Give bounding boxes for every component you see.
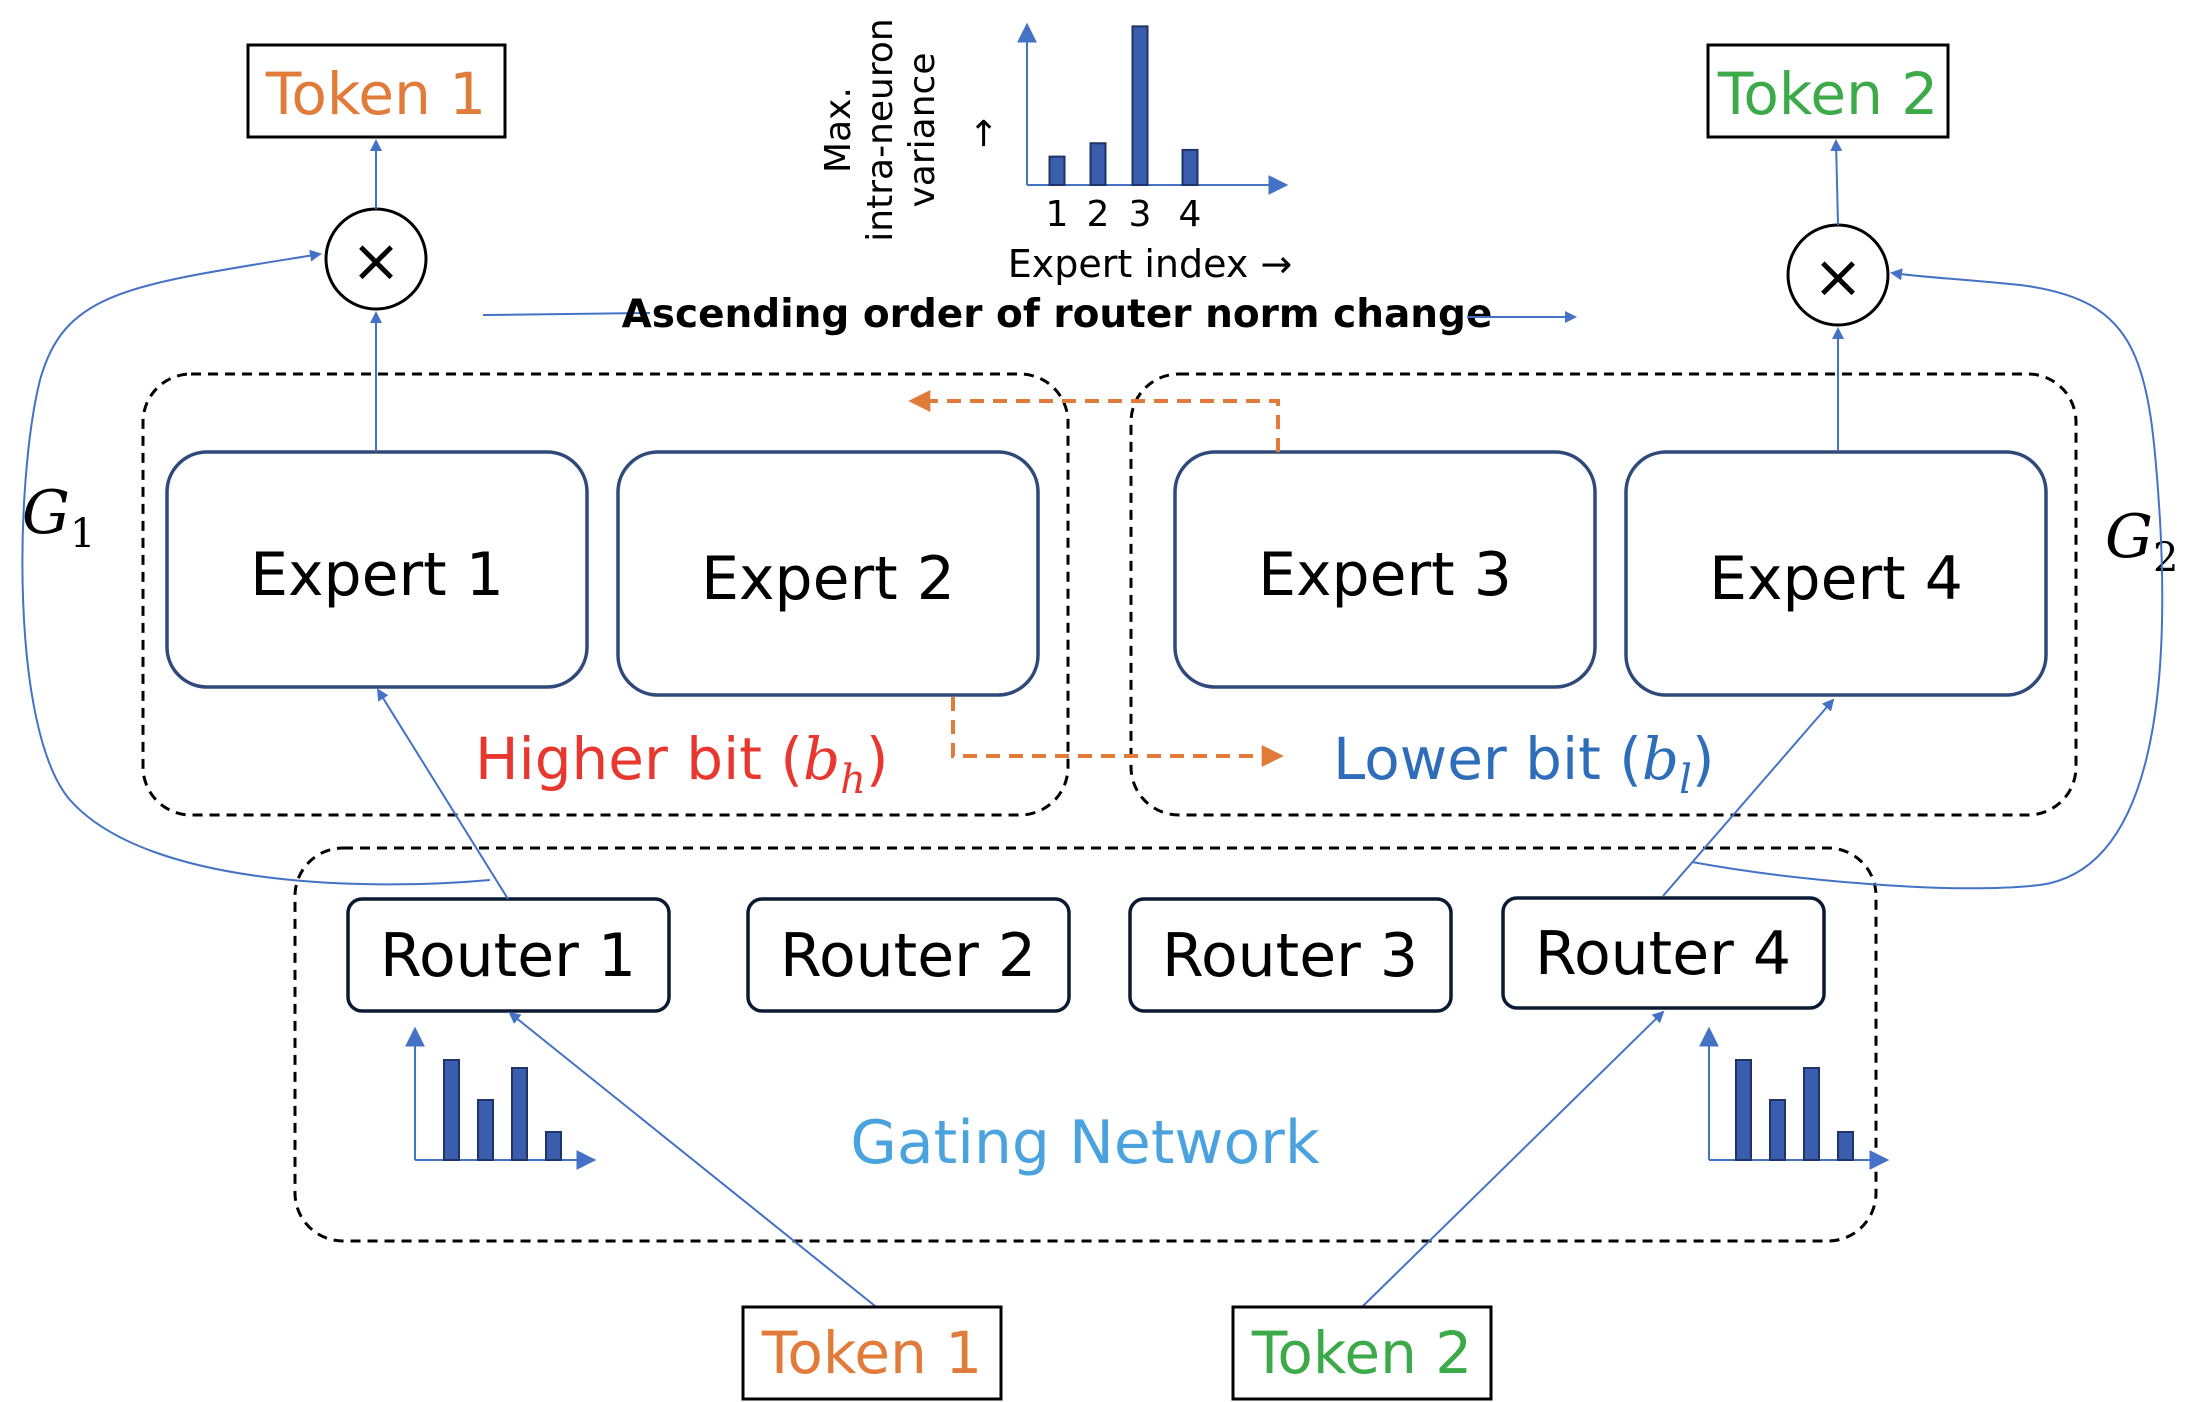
arrow-router1-to-expert1 bbox=[376, 688, 509, 900]
hist4-bar-4 bbox=[1837, 1131, 1854, 1161]
ascending-order-label: Ascending order of router norm change bbox=[622, 292, 1493, 337]
multiply-icon: × bbox=[1813, 242, 1863, 312]
higher-bit-label: Higher bit (bh) bbox=[475, 725, 889, 803]
bottom-token-1-label: Token 1 bbox=[761, 1319, 982, 1387]
hist4-bar-2 bbox=[1769, 1099, 1786, 1161]
arrow-token1-to-router1 bbox=[508, 1011, 876, 1307]
hist1-bar-3 bbox=[511, 1067, 528, 1161]
multiply-icon: × bbox=[351, 226, 401, 296]
top-token-2-label: Token 2 bbox=[1717, 60, 1938, 128]
lower-bit-group bbox=[1129, 372, 2078, 817]
expert-4-label: Expert 4 bbox=[1709, 544, 1963, 614]
variance-tick-label: 4 bbox=[1179, 194, 1202, 235]
top-token-1-box: Token 1 bbox=[246, 43, 507, 139]
router-1: Router 1 bbox=[346, 897, 671, 1013]
variance-xlabel: Expert index → bbox=[1008, 242, 1292, 286]
multiply-node-1: × bbox=[324, 207, 428, 311]
arrow-mult2-to-token2 bbox=[1830, 139, 1843, 226]
hist1-bar-2 bbox=[477, 1099, 494, 1161]
gate-g2-label: G2 bbox=[2105, 502, 2178, 581]
swap-arrow-expert3-to-higher bbox=[908, 390, 1280, 452]
top-token-1-label: Token 1 bbox=[265, 60, 486, 128]
bottom-token-1-box: Token 1 bbox=[741, 1305, 1003, 1401]
bottom-token-2-label: Token 2 bbox=[1251, 1319, 1472, 1387]
variance-bar-expert-1 bbox=[1048, 155, 1066, 186]
expert-1: Expert 1 bbox=[165, 450, 589, 689]
router-4-histogram bbox=[1699, 1026, 1890, 1170]
router-2: Router 2 bbox=[746, 897, 1071, 1013]
variance-ylabel-line1: Max. bbox=[818, 87, 859, 173]
variance-ylabel-line3: variance bbox=[902, 53, 943, 208]
router-3-label: Router 3 bbox=[1162, 921, 1418, 991]
hist1-bar-1 bbox=[443, 1059, 460, 1161]
router-3: Router 3 bbox=[1128, 897, 1453, 1013]
expert-2: Expert 2 bbox=[616, 450, 1040, 697]
router-4: Router 4 bbox=[1501, 896, 1826, 1010]
variance-bar-expert-3 bbox=[1131, 25, 1149, 186]
variance-tick-label: 2 bbox=[1087, 194, 1110, 235]
gate-g1-curve bbox=[21, 249, 491, 886]
variance-bar-expert-4 bbox=[1181, 148, 1199, 186]
router-1-label: Router 1 bbox=[380, 921, 636, 991]
gate-g1-label: G1 bbox=[22, 478, 95, 557]
variance-bars bbox=[1048, 25, 1199, 186]
arrow-token2-to-router4 bbox=[1362, 1010, 1665, 1307]
lower-bit-label: Lower bit (bl) bbox=[1333, 725, 1715, 803]
router-1-histogram bbox=[405, 1026, 597, 1170]
ascending-line-left bbox=[482, 312, 651, 316]
variance-tick-label: 1 bbox=[1046, 194, 1069, 235]
arrow-router4-to-expert4 bbox=[1662, 698, 1835, 897]
multiply-node-2: × bbox=[1786, 223, 1890, 327]
top-token-2-box: Token 2 bbox=[1706, 43, 1950, 139]
router-4-label: Router 4 bbox=[1535, 919, 1791, 989]
router-2-label: Router 2 bbox=[780, 921, 1036, 991]
higher-bit-group bbox=[141, 372, 1070, 817]
bottom-token-2-box: Token 2 bbox=[1231, 1305, 1493, 1401]
hist1-bar-4 bbox=[545, 1131, 562, 1161]
expert-4: Expert 4 bbox=[1624, 450, 2048, 697]
variance-bar-expert-2 bbox=[1089, 142, 1107, 186]
hist4-bars bbox=[1735, 1059, 1854, 1161]
hist4-bar-3 bbox=[1803, 1067, 1820, 1161]
hist1-bars bbox=[443, 1059, 562, 1161]
variance-ylabel-arrow: → bbox=[963, 118, 1004, 148]
variance-ylabel-line2: intra-neuron bbox=[860, 18, 901, 241]
gating-network-group bbox=[293, 846, 1878, 1243]
expert-1-label: Expert 1 bbox=[250, 540, 504, 610]
variance-tick-label: 3 bbox=[1129, 194, 1152, 235]
expert-3: Expert 3 bbox=[1173, 450, 1597, 689]
expert-2-label: Expert 2 bbox=[701, 544, 955, 614]
gating-network-label: Gating Network bbox=[850, 1108, 1319, 1178]
swap-arrow-expert2-to-lower bbox=[951, 697, 1284, 767]
expert-3-label: Expert 3 bbox=[1258, 540, 1512, 610]
hist4-bar-1 bbox=[1735, 1059, 1752, 1161]
gate-g2-curve bbox=[1691, 268, 2164, 890]
